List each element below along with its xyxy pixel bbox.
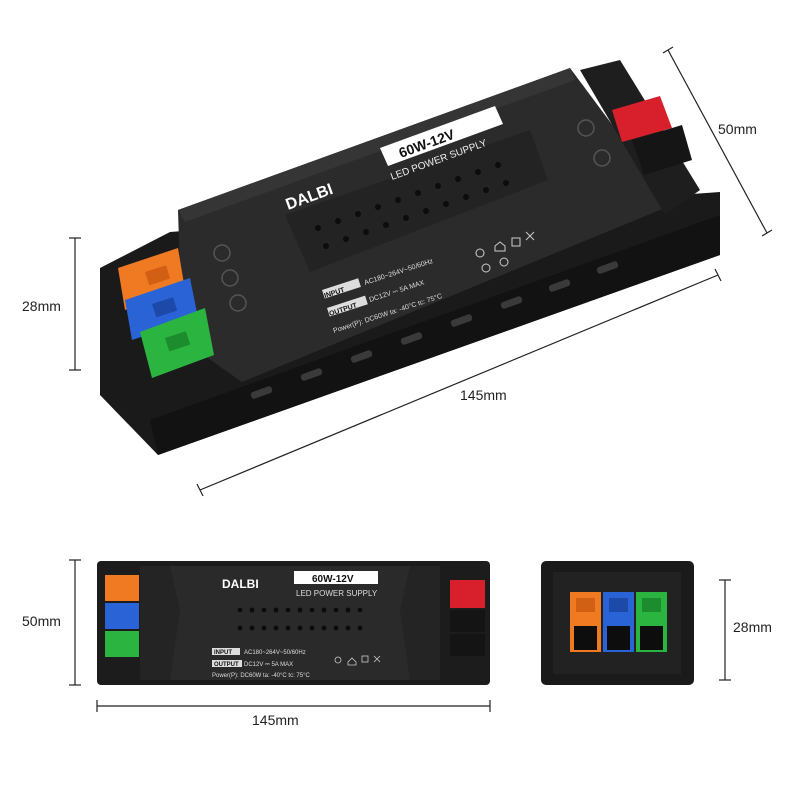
end-dimension-lines [719, 579, 731, 681]
dim-label-top-length: 145mm [460, 387, 507, 403]
front-model-label-plate [294, 571, 378, 584]
front-input-tag: INPUT [214, 650, 232, 656]
front-brand-logo: DALBI [222, 577, 259, 591]
front-power-line: Power(P): DC60W ta: -40°C tc: 75°C [212, 673, 310, 679]
dim-label-front-length: 145mm [252, 712, 299, 728]
top-vent-holes [315, 162, 509, 249]
front-cert-icons [334, 655, 381, 666]
right-terminal-symbols [577, 119, 611, 167]
front-output-value: DC12V ⎓ 5A MAX [244, 662, 293, 668]
front-vent-holes [237, 607, 363, 631]
front-green-connector [105, 631, 139, 657]
front-orange-connector [105, 575, 139, 601]
main-dimension-lines [69, 46, 773, 497]
dim-label-top-height: 50mm [718, 121, 757, 137]
main-output-connectors [612, 96, 692, 175]
front-dimension-lines [69, 559, 491, 712]
dim-label-end-height: 28mm [733, 619, 772, 635]
front-model-text: 60W-12V [312, 574, 354, 585]
dim-label-front-height: 50mm [22, 613, 61, 629]
side-vent-slots [250, 261, 619, 399]
front-type-text: LED POWER SUPPLY [296, 589, 378, 598]
front-blue-connector [105, 603, 139, 629]
front-black-connector [450, 610, 485, 632]
front-input-value: AC180~264V~50/60Hz [244, 650, 306, 656]
front-output-tag: OUTPUT [214, 662, 239, 668]
main-housing [100, 60, 720, 455]
front-red-connector [450, 580, 485, 608]
red-connector [612, 96, 672, 142]
black-connector [632, 125, 692, 175]
main-input-connectors [118, 248, 214, 378]
left-terminal-symbols [213, 244, 247, 312]
main-cert-icons [475, 231, 535, 273]
model-label-plate [380, 106, 503, 166]
dim-label-top-side: 28mm [22, 298, 61, 314]
